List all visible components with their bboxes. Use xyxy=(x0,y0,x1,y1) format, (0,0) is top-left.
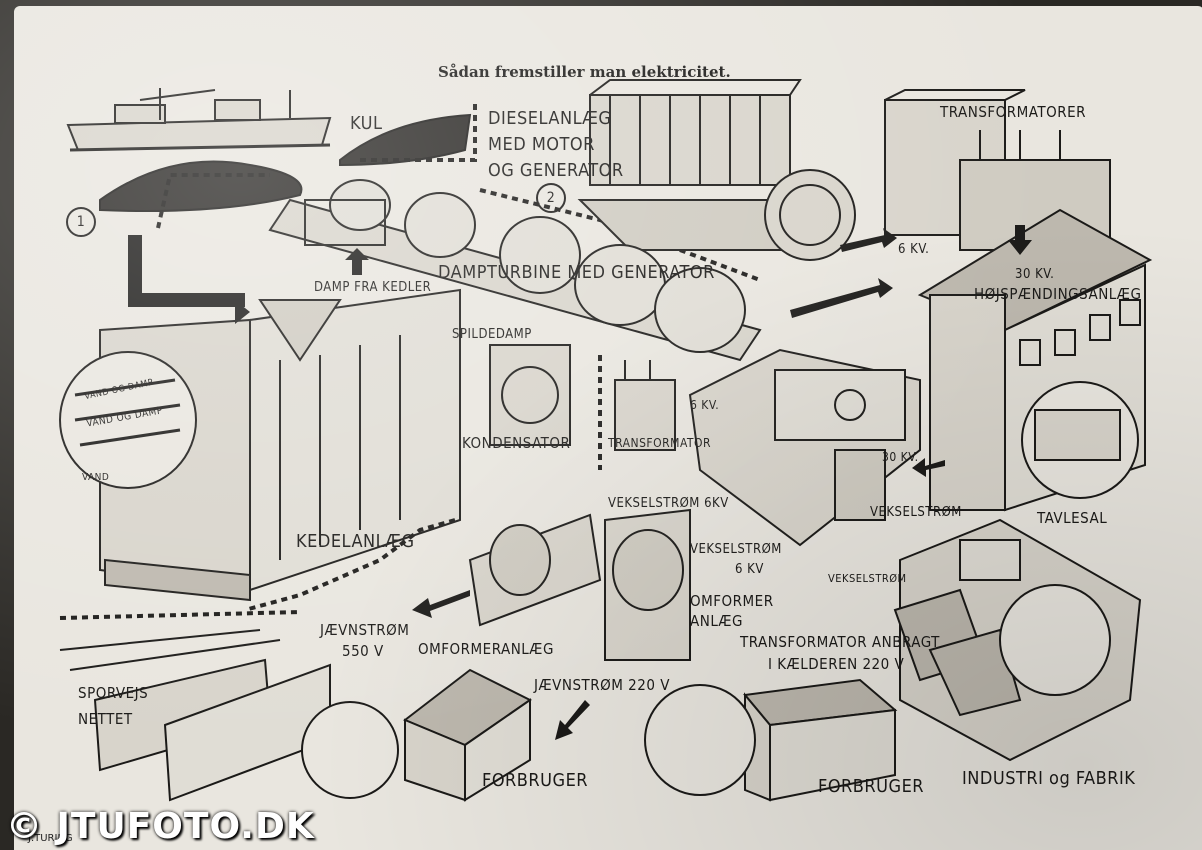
high-voltage-building-illustration xyxy=(917,208,1153,512)
label-vekselstroem-right: VEKSELSTRØM xyxy=(870,505,962,520)
label-diesel-1: DIESELANLÆG xyxy=(488,108,612,129)
transformer-small-illustration xyxy=(614,360,676,451)
coal-pile-2 xyxy=(339,113,472,167)
label-jaevnstroem-220: JÆVNSTRØM 220 V xyxy=(534,676,670,694)
flow-arrows xyxy=(235,225,1032,740)
step-number-1: 1 xyxy=(66,207,96,237)
label-jaevnstroem-550-2: 550 V xyxy=(342,642,384,660)
label-tavlesal: TAVLESAL xyxy=(1037,509,1108,527)
label-transformator-anbragt-2: I KÆLDEREN 220 V xyxy=(768,655,905,673)
label-vekselstroem-6kv: VEKSELSTRØM 6KV xyxy=(608,496,729,511)
label-industri: INDUSTRI og FABRIK xyxy=(962,768,1136,789)
label-jaevnstroem-550-1: JÆVNSTRØM xyxy=(320,621,410,639)
house-right-illustration xyxy=(644,678,898,802)
label-sporvejs-2: NETTET xyxy=(78,710,133,728)
industry-illustration xyxy=(893,518,1142,762)
converter-machine-1 xyxy=(468,513,602,627)
label-sporvejs-1: SPORVEJS xyxy=(78,684,149,702)
label-forbruger-right: FORBRUGER xyxy=(818,776,925,797)
label-forbruger-left: FORBRUGER xyxy=(482,770,589,791)
label-vand: VAND xyxy=(82,472,110,483)
artist-signature: J.TURING xyxy=(28,833,73,844)
coal-pile-1 xyxy=(99,160,303,212)
label-spildedamp: SPILDEDAMP xyxy=(452,327,532,342)
label-30kv: 30 KV. xyxy=(1015,267,1055,282)
label-omformer-1: OMFORMER xyxy=(690,592,774,610)
transformers-illustration xyxy=(884,89,1111,251)
label-vekselstroem-2-2: 6 KV xyxy=(735,562,764,577)
label-diesel-2: MED MOTOR xyxy=(488,134,595,155)
diagram-title: Sådan fremstiller man elektricitet. xyxy=(438,63,731,81)
label-diesel-3: OG GENERATOR xyxy=(488,160,624,181)
label-hoejspaending: HØJSPÆNDINGSANLÆG xyxy=(974,285,1142,303)
condenser-illustration xyxy=(489,344,571,446)
label-omformer-2: ANLÆG xyxy=(690,612,743,630)
house-left-illustration xyxy=(301,668,532,802)
label-vekselstroem-small: VEKSELSTRØM xyxy=(828,572,907,585)
tram-illustration xyxy=(59,629,331,802)
label-6kv-mid: 6 KV. xyxy=(690,398,720,412)
label-kul: KUL xyxy=(350,113,383,134)
label-kondensator: KONDENSATOR xyxy=(462,434,571,452)
label-kedelanlaeg: KEDELANLÆG xyxy=(296,531,415,552)
label-dampturbine: DAMPTURBINE MED GENERATOR xyxy=(438,262,715,283)
converter-machine-2 xyxy=(604,508,691,661)
boiler-illustration xyxy=(59,235,461,602)
watermark: © JTUFOTO.DK xyxy=(6,806,315,847)
ship-illustration xyxy=(66,88,332,152)
label-transformatorer: TRANSFORMATORER xyxy=(940,103,1087,121)
label-6kv-top: 6 KV. xyxy=(898,242,930,257)
label-transformator-anbragt-1: TRANSFORMATOR ANBRAGT xyxy=(740,633,940,651)
diesel-plant-illustration xyxy=(577,79,856,261)
turbine-illustration xyxy=(268,179,762,362)
label-transformator: TRANSFORMATOR xyxy=(608,436,711,450)
step-number-2: 2 xyxy=(536,183,566,213)
label-omformeranlaeg: OMFORMERANLÆG xyxy=(418,640,554,658)
power-house-illustration xyxy=(688,348,921,547)
label-vekselstroem-2-1: VEKSELSTRØM xyxy=(690,542,782,557)
label-30kv-mid: 30 KV. xyxy=(882,450,919,464)
label-damp-fra-kedler: DAMP FRA KEDLER xyxy=(314,280,432,295)
